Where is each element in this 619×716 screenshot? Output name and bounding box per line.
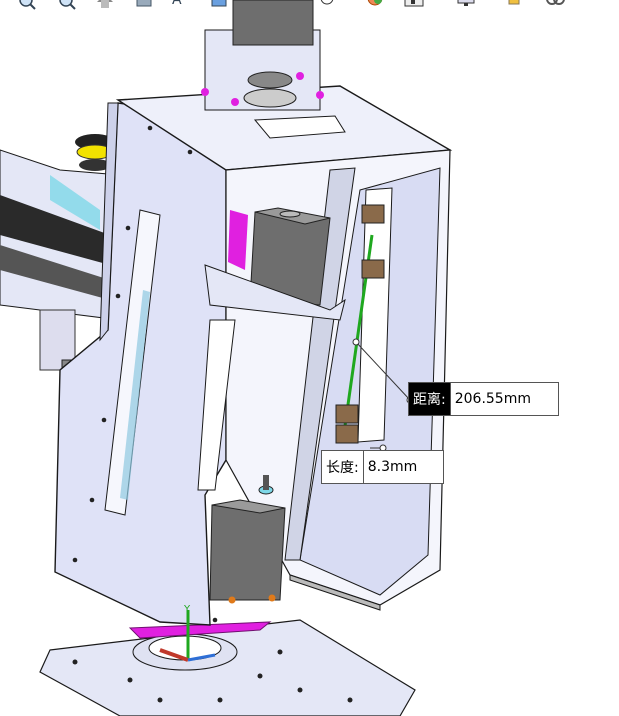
realview-icon[interactable] — [505, 0, 523, 12]
measured-rod — [335, 204, 385, 444]
scene-icon[interactable] — [404, 0, 424, 12]
length-value: 8.3mm — [362, 451, 422, 483]
svg-text:A: A — [172, 0, 182, 8]
text-annotation-icon[interactable]: A — [170, 0, 188, 12]
monitor-icon[interactable] — [456, 0, 475, 12]
distance-label: 距离: — [409, 383, 450, 415]
rotate-view-icon[interactable] — [95, 0, 113, 12]
zoom-in-out-icon[interactable] — [58, 0, 76, 12]
upper-stepper-motor — [204, 207, 346, 321]
length-measure-callout[interactable]: 长度: 8.3mm — [321, 450, 444, 484]
zoom-to-area-icon[interactable] — [18, 0, 36, 12]
view-orientation-icon[interactable] — [210, 0, 228, 12]
hide-show-icon[interactable] — [318, 0, 336, 12]
pan-view-icon[interactable] — [135, 0, 153, 12]
left-arm-assembly — [0, 134, 121, 400]
svg-text:Y: Y — [183, 604, 191, 615]
rotary-disk — [128, 621, 272, 671]
distance-measure-callout[interactable]: 距离: 206.55mm — [408, 382, 559, 416]
lower-stepper-motor — [209, 475, 286, 604]
base-plate — [39, 619, 416, 716]
coordinate-triad: Y — [159, 604, 216, 662]
link-icon[interactable] — [545, 0, 565, 12]
appearance-icon[interactable] — [366, 0, 384, 12]
main-side-plate — [54, 102, 227, 626]
top-housing — [115, 0, 453, 171]
distance-value: 206.55mm — [449, 383, 535, 415]
length-label: 长度: — [322, 451, 363, 483]
